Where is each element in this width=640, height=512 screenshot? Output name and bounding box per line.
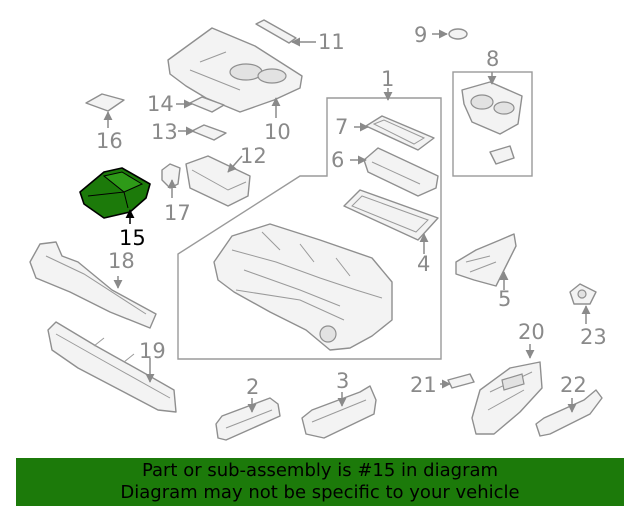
banner-line-1: Part or sub-assembly is #15 in diagram: [141, 460, 499, 481]
info-banner: Part or sub-assembly is #15 in diagram D…: [16, 458, 624, 506]
part-9[interactable]: [448, 28, 468, 40]
part-8[interactable]: [461, 81, 523, 165]
banner-line-2: Diagram may not be specific to your vehi…: [120, 482, 520, 503]
callout-12: 12: [240, 144, 267, 168]
part-13[interactable]: [191, 124, 227, 141]
part-4[interactable]: [343, 189, 439, 241]
parts-diagram: 1 2 3 4 5 6 7 8 9 10 11 12 13 14 15 16 1…: [29, 19, 607, 441]
callout-2: 2: [246, 375, 259, 399]
part-11[interactable]: [255, 19, 297, 44]
callout-15: 15: [119, 226, 146, 250]
part-15[interactable]: [79, 167, 151, 219]
part-23[interactable]: [569, 283, 597, 305]
part-6[interactable]: [363, 147, 439, 197]
part-20[interactable]: [471, 361, 543, 435]
part-17[interactable]: [161, 163, 181, 189]
callout-19: 19: [139, 339, 166, 363]
callout-20: 20: [518, 320, 545, 344]
part-3[interactable]: [301, 385, 377, 439]
part-14[interactable]: [189, 96, 225, 113]
part-22[interactable]: [535, 389, 603, 437]
callout-4: 4: [417, 252, 430, 276]
part-1-console[interactable]: [213, 223, 393, 351]
callout-17: 17: [164, 201, 191, 225]
part-7[interactable]: [365, 115, 435, 151]
callout-18: 18: [108, 249, 135, 273]
callout-22: 22: [560, 373, 587, 397]
callout-10: 10: [264, 120, 291, 144]
part-10[interactable]: [167, 27, 303, 113]
callout-9: 9: [414, 23, 427, 47]
part-2[interactable]: [215, 397, 281, 441]
part-5[interactable]: [455, 233, 517, 287]
callout-14: 14: [147, 92, 174, 116]
callout-13: 13: [151, 120, 178, 144]
callout-6: 6: [331, 148, 344, 172]
callout-5: 5: [498, 287, 511, 311]
callout-1: 1: [381, 67, 394, 91]
assembly-1-frame: [177, 97, 442, 360]
callout-11: 11: [318, 30, 345, 54]
part-16[interactable]: [85, 93, 125, 112]
part-19[interactable]: [47, 321, 177, 413]
callout-3: 3: [336, 369, 349, 393]
callout-7: 7: [335, 115, 348, 139]
part-21[interactable]: [447, 373, 475, 389]
callout-16: 16: [96, 129, 123, 153]
callout-8: 8: [486, 47, 499, 71]
part-18[interactable]: [29, 241, 157, 329]
callout-21: 21: [410, 373, 437, 397]
callout-23: 23: [580, 325, 607, 349]
